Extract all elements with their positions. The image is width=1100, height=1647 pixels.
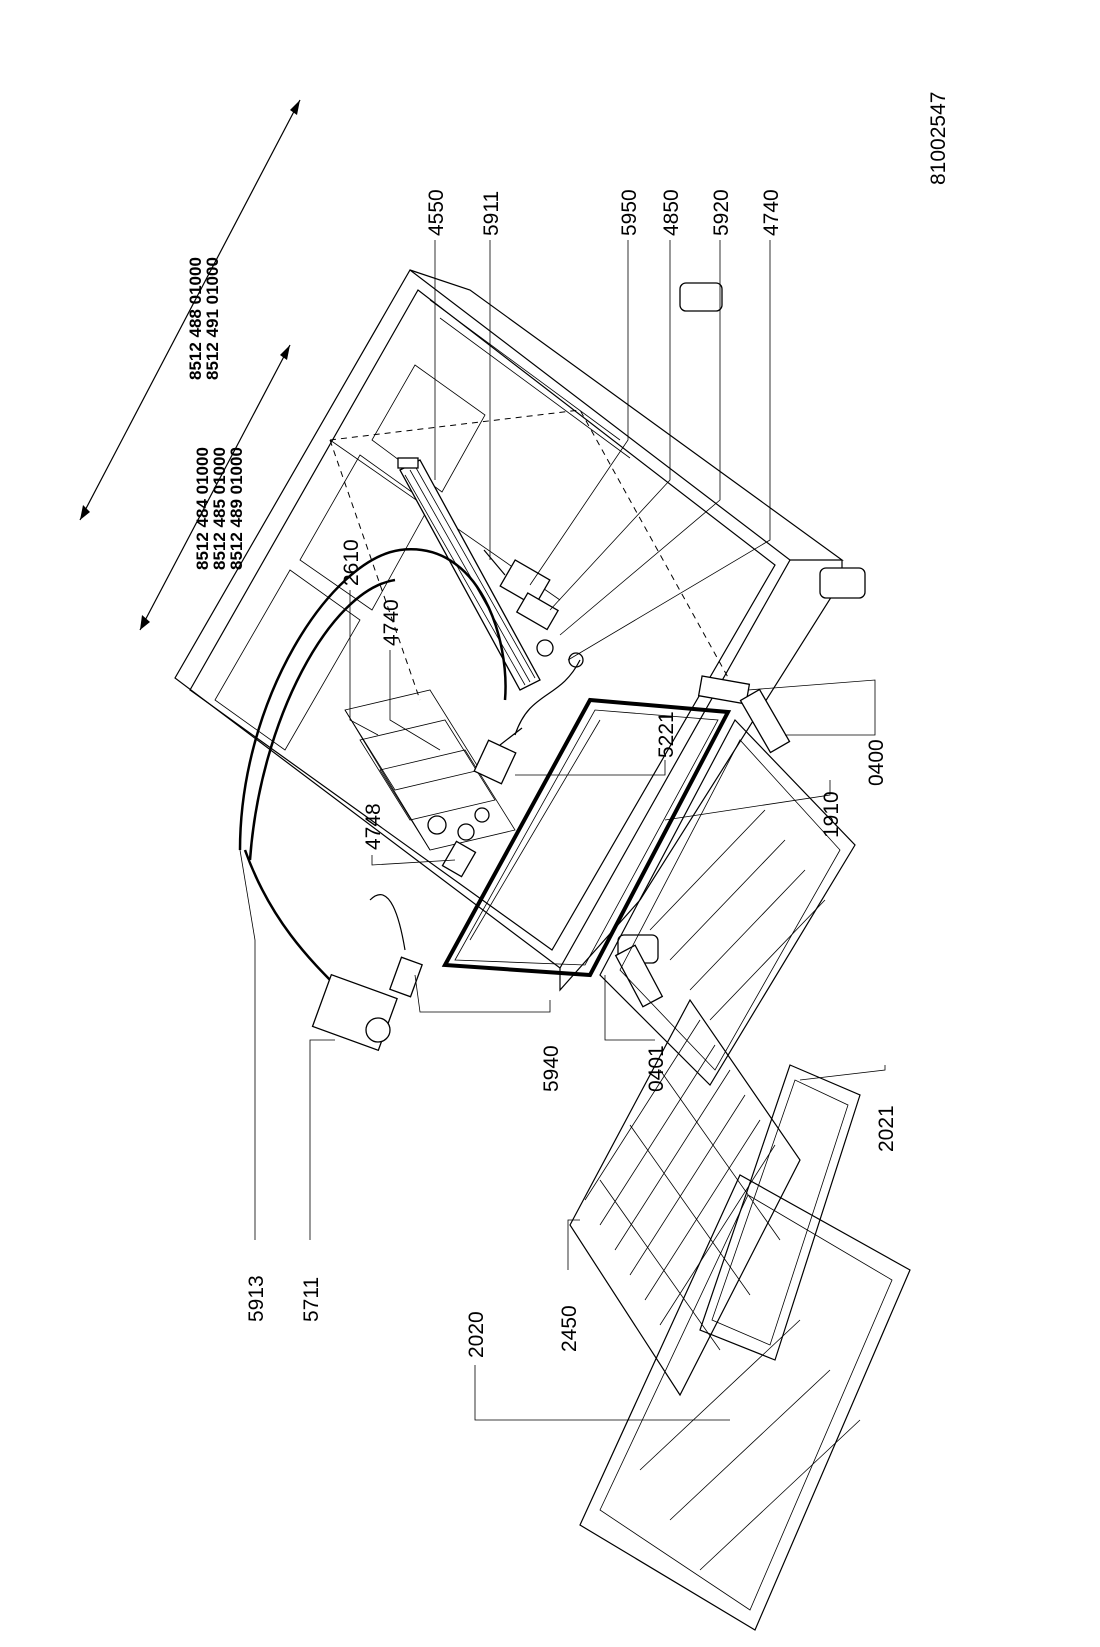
callout-5950: 5950 [618,189,641,236]
oven-cabinet [174,269,866,992]
callout-5221: 5221 [655,711,678,758]
burner-elbow [473,727,523,785]
callout-4740-center: 4740 [380,599,403,646]
callout-2610: 2610 [340,539,363,586]
callout-0401: 0401 [645,1045,668,1092]
callout-2020: 2020 [465,1311,488,1358]
leader-lines [239,240,886,1421]
hinges [614,675,791,1008]
model-number: 8512 485 01000 [210,447,229,570]
callout-5911: 5911 [480,191,503,236]
callout-1910: 1910 [820,791,843,838]
callout-2021: 2021 [875,1105,898,1152]
model-number: 8512 491 01000 [203,257,222,380]
thermostat-assembly [483,549,584,736]
model-number: 8512 489 01000 [227,447,246,570]
oven-shelf [569,998,801,1397]
thermocouple-loop [238,548,507,991]
bottom-trays [579,1064,911,1631]
document-number: 81002547 [927,92,950,185]
fittings-4748 [427,807,490,878]
door-gasket [441,697,732,978]
callout-4850: 4850 [660,189,683,236]
callout-4748: 4748 [362,803,385,850]
door-panel [599,718,856,1086]
model-number: 8512 488 01000 [186,257,205,380]
callout-5913: 5913 [245,1275,268,1322]
model-number: 8512 484 01000 [193,447,212,570]
callout-2450: 2450 [558,1305,581,1352]
burner-tube [397,457,541,691]
callout-4740-right: 4740 [760,189,783,236]
gas-valve [311,894,423,1052]
callout-0400: 0400 [865,739,888,786]
callout-5940: 5940 [540,1045,563,1092]
model-group-b: 8512 488 01000 8512 491 01000 [186,257,222,380]
callout-5920: 5920 [710,189,733,236]
model-group-a: 8512 484 01000 8512 485 01000 8512 489 0… [193,447,246,570]
callout-labels: 4550 5911 5950 4850 5920 4740 2610 4740 … [245,189,898,1358]
dimension-arrows [79,99,301,631]
shelf-supports [344,689,516,851]
callout-4550: 4550 [425,189,448,236]
callout-5711: 5711 [300,1277,323,1322]
